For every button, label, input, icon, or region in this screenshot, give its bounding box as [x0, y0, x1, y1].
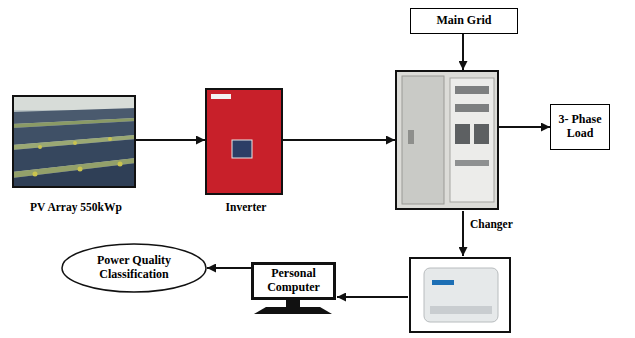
node-label: 3- Phase Load	[551, 113, 609, 141]
flow-arrow	[283, 139, 395, 141]
load-box: 3- Phase Load	[550, 104, 610, 150]
terminal-row	[455, 160, 489, 166]
inverter-photo	[205, 88, 283, 195]
pv-array-photo	[12, 95, 136, 188]
result-ellipse: Power Quality Classification	[61, 243, 207, 293]
photo-sky	[12, 95, 136, 110]
daq-device	[410, 258, 510, 332]
data-arrow	[337, 296, 408, 298]
node-caption: Inverter	[176, 201, 316, 214]
daq-terminals	[430, 306, 492, 314]
bush-dot	[108, 137, 112, 141]
flow-arrow	[462, 34, 464, 70]
monitor-neck	[286, 300, 300, 307]
bush-dot	[38, 145, 42, 149]
inverter-box: Inverter	[205, 88, 283, 195]
door-handle	[408, 130, 414, 144]
contactor	[455, 124, 470, 144]
changer-photo	[395, 70, 499, 210]
panel-row	[12, 163, 136, 188]
computer-screen: Personal Computer	[251, 262, 336, 300]
bush-dot	[118, 162, 123, 167]
signal-arrow	[462, 211, 464, 256]
contactor	[474, 124, 489, 144]
flow-arrow	[499, 126, 550, 128]
node-caption: Changer	[470, 218, 530, 231]
node-caption: PV Array 550kWp	[2, 201, 150, 214]
breaker-row	[455, 104, 489, 112]
node-label: Main Grid	[433, 14, 494, 28]
daq-label	[432, 280, 454, 285]
ellipse-shape	[62, 244, 206, 292]
monitor-base	[254, 307, 332, 314]
photo-ground	[12, 95, 136, 188]
monitor-stand	[254, 300, 332, 314]
inverter-display	[232, 140, 252, 158]
pv-array-box: PV Array 550kWp	[12, 95, 136, 188]
node-label: Power Quality Classification	[61, 254, 207, 282]
daq-frame	[410, 258, 510, 332]
node-label: Personal Computer	[254, 267, 333, 295]
cabinet-door	[402, 76, 444, 204]
brand-plate	[211, 94, 231, 99]
changer-box: Changer	[395, 70, 499, 210]
bush-dot	[73, 141, 77, 145]
bush-dot	[78, 167, 83, 172]
daq-body	[424, 268, 498, 322]
cabinet-panel	[450, 78, 494, 202]
breaker-row	[455, 86, 489, 94]
inverter-body	[205, 88, 283, 195]
flow-arrow	[207, 267, 251, 269]
source-box: Main Grid	[410, 8, 518, 34]
flow-arrow	[136, 139, 205, 141]
bush-dot	[33, 172, 38, 177]
cabinet-body	[395, 70, 499, 210]
